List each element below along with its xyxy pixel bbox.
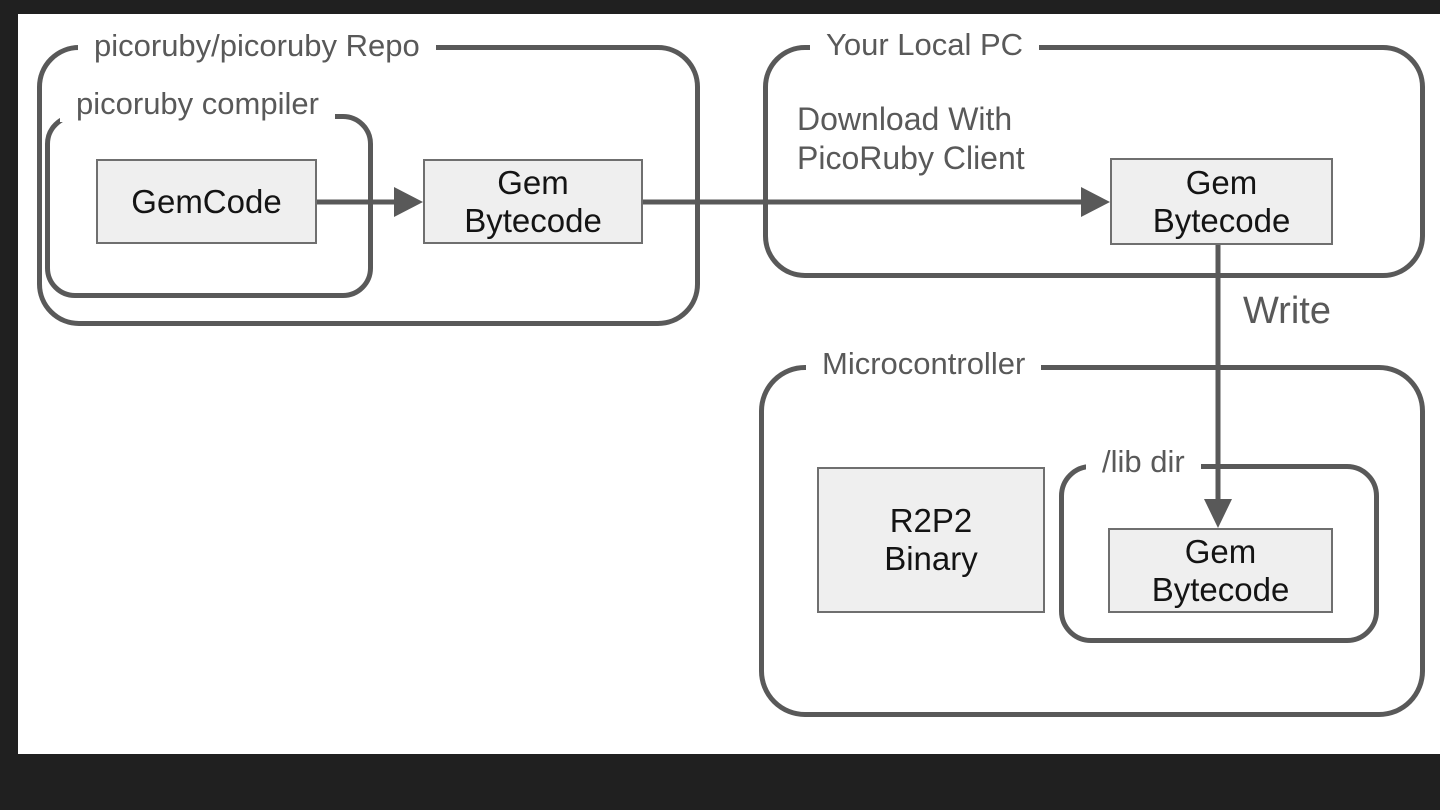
gem-bytecode-pc-node: Gem Bytecode bbox=[1110, 158, 1333, 245]
gemcode-node: GemCode bbox=[96, 159, 317, 244]
slide-canvas bbox=[18, 14, 1440, 754]
r2p2-binary-node: R2P2 Binary bbox=[817, 467, 1045, 613]
compiler-container-label: picoruby compiler bbox=[60, 86, 335, 122]
repo-container-label: picoruby/picoruby Repo bbox=[78, 28, 436, 64]
gem-bytecode-repo-node: Gem Bytecode bbox=[423, 159, 643, 244]
microcontroller-container-label: Microcontroller bbox=[806, 346, 1042, 382]
local-pc-container-label: Your Local PC bbox=[810, 27, 1040, 63]
download-with-picoruby-client-note: Download With PicoRuby Client bbox=[797, 101, 1025, 176]
microcontroller-container bbox=[759, 365, 1425, 717]
write-edge-label: Write bbox=[1243, 290, 1331, 332]
local-pc-container bbox=[763, 45, 1425, 278]
lib-dir-container-label: /lib dir bbox=[1086, 444, 1201, 480]
gem-bytecode-micro-node: Gem Bytecode bbox=[1108, 528, 1333, 613]
